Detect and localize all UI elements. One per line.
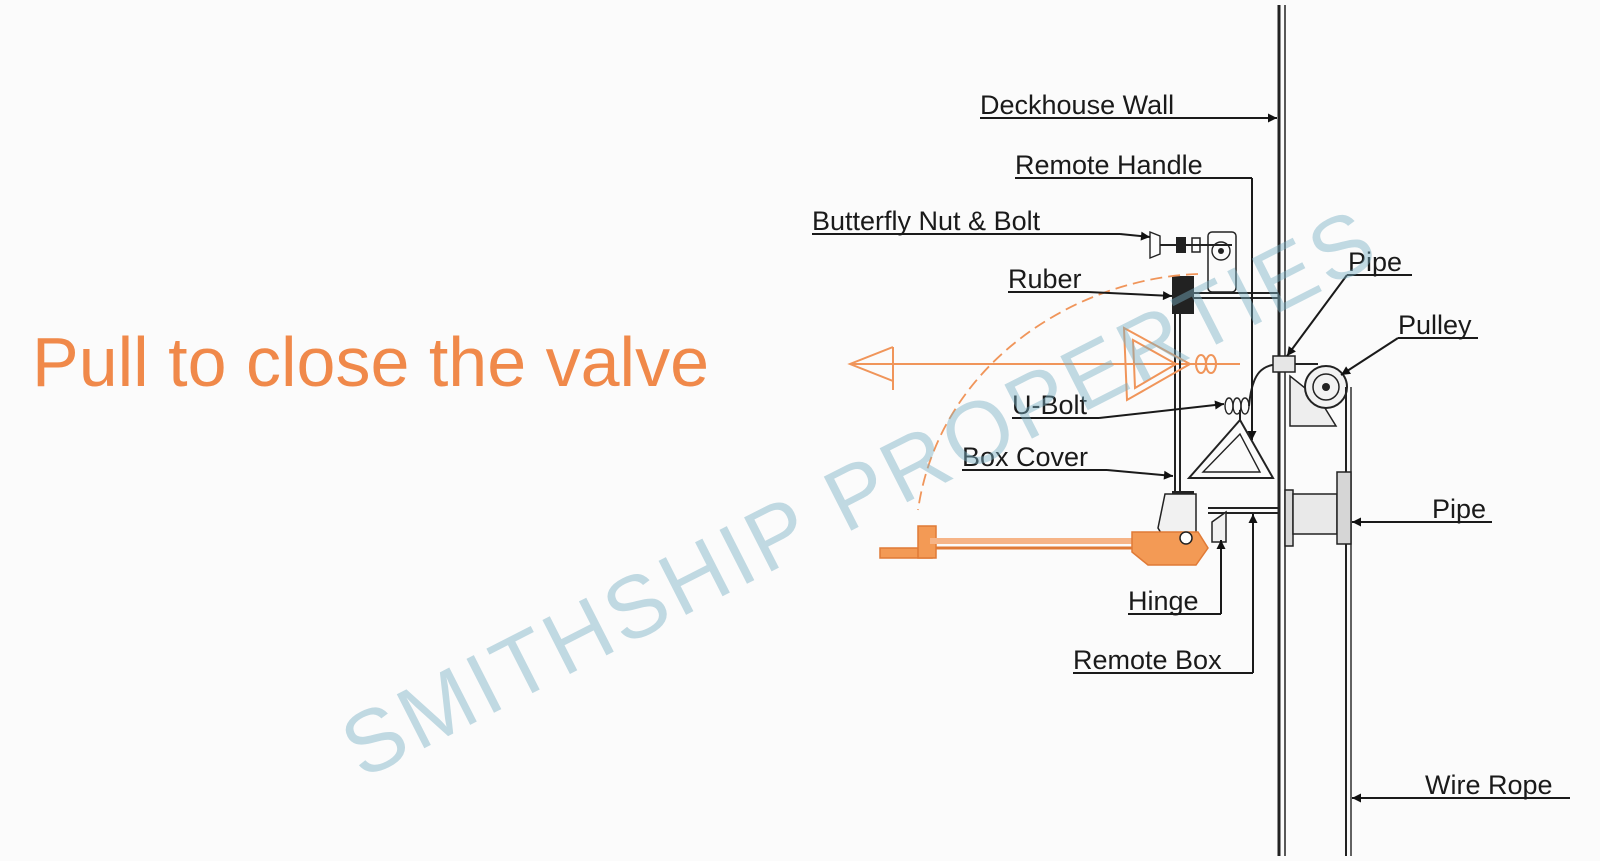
label-deckhouse-wall: Deckhouse Wall <box>980 90 1174 120</box>
leader-lines <box>812 113 1570 803</box>
rubber-top <box>1172 276 1194 314</box>
watermark-text: SMITHSHIP PROPERTIES <box>326 188 1394 797</box>
label-hinge: Hinge <box>1128 586 1199 616</box>
label-wire-rope: Wire Rope <box>1425 770 1553 800</box>
swing-arc <box>917 273 1199 511</box>
label-remote-handle: Remote Handle <box>1015 150 1203 180</box>
label-remote-box: Remote Box <box>1073 645 1222 675</box>
label-pipe-top: Pipe <box>1348 247 1402 277</box>
pipe-top-shape <box>1272 355 1296 373</box>
label-butterfly-nut-bolt: Butterfly Nut & Bolt <box>812 206 1041 236</box>
pipe-bottom-shape <box>1284 471 1352 547</box>
label-box-cover: Box Cover <box>962 442 1088 472</box>
butterfly-nut-bolt <box>1149 230 1237 293</box>
remote-handle <box>1186 397 1275 479</box>
label-pipe-bottom: Pipe <box>1432 494 1486 524</box>
pulley <box>1289 365 1348 427</box>
headline-text: Pull to close the valve <box>32 323 709 401</box>
opened-cover <box>879 525 1209 566</box>
remote-box <box>1174 292 1279 514</box>
label-ruber: Ruber <box>1008 264 1082 294</box>
deckhouse-wall <box>1277 5 1286 856</box>
ghost-handle <box>1122 326 1217 402</box>
label-pulley: Pulley <box>1398 310 1472 340</box>
label-u-bolt: U-Bolt <box>1012 390 1088 420</box>
